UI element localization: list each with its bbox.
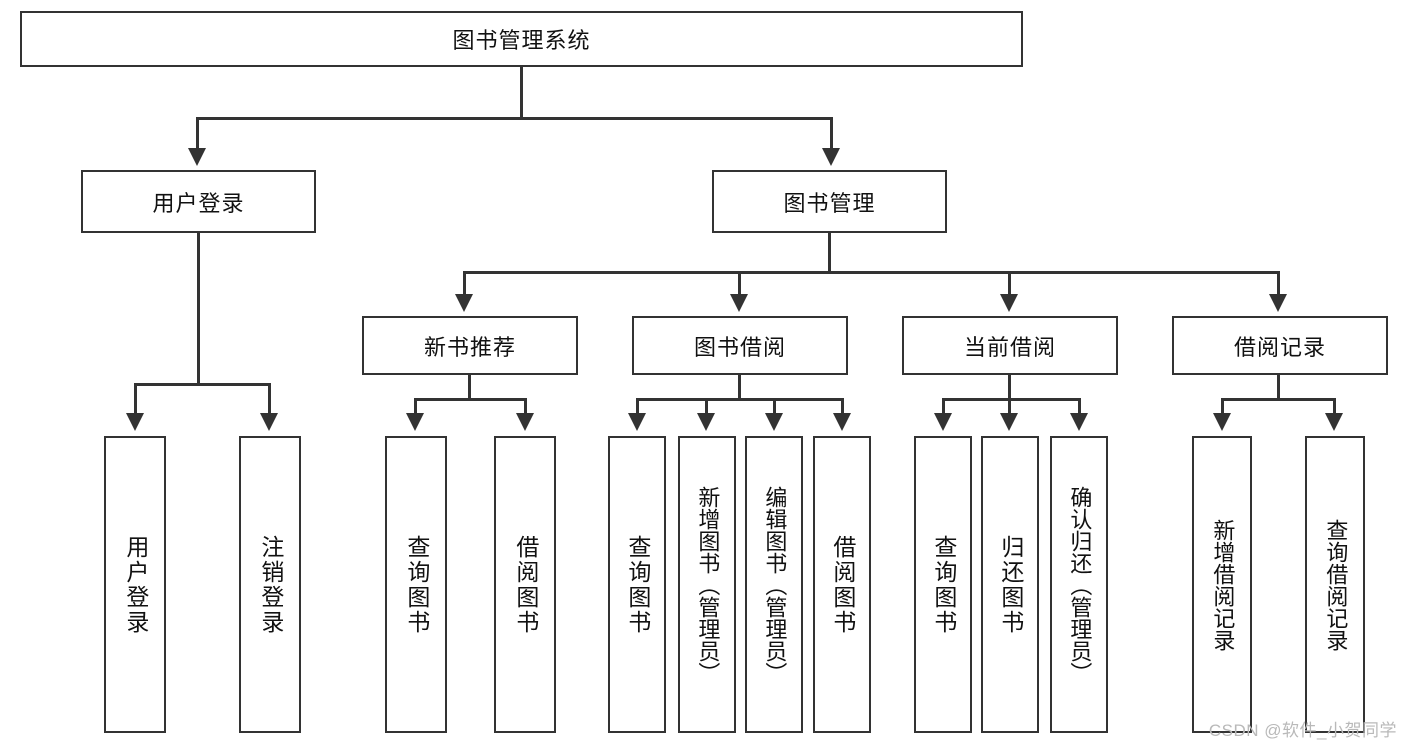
leaf-borrow-add-book-admin-label: 新增图书（管理员） (695, 485, 721, 684)
edge-borrow-record-stem (1277, 375, 1280, 400)
edge-new-book-drop-1 (414, 398, 417, 416)
edge-book-borrow-drop-1 (636, 398, 639, 416)
leaf-borrow-edit-book-admin[interactable]: 编辑图书（管理员） (745, 436, 803, 733)
edge-to-user-login (196, 117, 199, 151)
edge-new-book-bus (414, 398, 527, 401)
arrow-to-book-manage (822, 148, 840, 166)
edge-book-borrow-drop-3 (773, 398, 776, 416)
leaf-current-return-book-label: 归还图书 (997, 534, 1024, 635)
leaf-recommend-borrow-book-label: 借阅图书 (512, 534, 539, 635)
arrow-new-book-leaf-2 (516, 413, 534, 431)
leaf-current-query-book[interactable]: 查询图书 (914, 436, 972, 733)
arrow-current-borrow-leaf-2 (1000, 413, 1018, 431)
leaf-borrow-add-book-admin[interactable]: 新增图书（管理员） (678, 436, 736, 733)
arrow-user-login-leaf-2 (260, 413, 278, 431)
leaf-recommend-query-book-label: 查询图书 (403, 534, 430, 635)
leaf-borrow-query-book-label: 查询图书 (624, 534, 651, 635)
node-current-borrow[interactable]: 当前借阅 (902, 316, 1118, 375)
arrow-new-book-leaf-1 (406, 413, 424, 431)
arrow-to-borrow-record (1269, 294, 1287, 312)
arrow-user-login-leaf-1 (126, 413, 144, 431)
arrow-current-borrow-leaf-3 (1070, 413, 1088, 431)
edge-borrow-record-drop-1 (1221, 398, 1224, 416)
edge-new-book-drop-2 (524, 398, 527, 416)
edge-book-borrow-drop-2 (705, 398, 708, 416)
edge-current-borrow-drop-1 (942, 398, 945, 416)
edge-book-borrow-drop-4 (841, 398, 844, 416)
edge-root-stem (520, 67, 523, 119)
edge-to-book-borrow (738, 271, 741, 297)
node-book-manage[interactable]: 图书管理 (712, 170, 947, 233)
watermark-text: CSDN @软件_小贺同学 (1208, 721, 1397, 740)
node-current-borrow-label: 当前借阅 (963, 334, 1056, 360)
edge-to-current-borrow (1008, 271, 1011, 297)
leaf-borrow-borrow-book-label: 借阅图书 (829, 534, 856, 635)
edge-book-manage-stem (828, 233, 831, 273)
leaf-user-login-label: 用户登录 (122, 534, 149, 635)
arrow-book-borrow-leaf-3 (765, 413, 783, 431)
edge-book-borrow-stem (738, 375, 741, 400)
edge-book-borrow-bus (636, 398, 844, 401)
arrow-book-borrow-leaf-2 (697, 413, 715, 431)
node-root-system[interactable]: 图书管理系统 (20, 11, 1023, 67)
edge-to-book-manage (830, 117, 833, 151)
edge-user-login-drop-1 (134, 383, 137, 416)
leaf-user-login[interactable]: 用户登录 (104, 436, 166, 733)
arrow-to-user-login (188, 148, 206, 166)
leaf-user-logout-label: 注销登录 (257, 534, 284, 635)
arrow-to-new-book (455, 294, 473, 312)
arrow-to-current-borrow (1000, 294, 1018, 312)
edge-user-login-bus (134, 383, 271, 386)
arrow-borrow-record-leaf-1 (1213, 413, 1231, 431)
arrow-book-borrow-leaf-1 (628, 413, 646, 431)
edge-current-borrow-stem (1008, 375, 1011, 400)
edge-level3-bus (463, 271, 1277, 274)
edge-borrow-record-bus (1221, 398, 1336, 401)
leaf-borrow-edit-book-admin-label: 编辑图书（管理员） (762, 485, 788, 684)
leaf-current-query-book-label: 查询图书 (930, 534, 957, 635)
edge-new-book-stem (468, 375, 471, 400)
node-book-borrow[interactable]: 图书借阅 (632, 316, 848, 375)
edge-to-borrow-record (1277, 271, 1280, 297)
leaf-current-return-book[interactable]: 归还图书 (981, 436, 1039, 733)
arrow-borrow-record-leaf-2 (1325, 413, 1343, 431)
edge-current-borrow-drop-3 (1078, 398, 1081, 416)
edge-level2-bus (196, 117, 833, 120)
leaf-user-logout[interactable]: 注销登录 (239, 436, 301, 733)
node-user-login-label: 用户登录 (152, 190, 245, 216)
node-new-book-recommend-label: 新书推荐 (423, 334, 516, 360)
node-user-login[interactable]: 用户登录 (81, 170, 316, 233)
leaf-record-add-record-label: 新增借阅记录 (1210, 518, 1236, 651)
leaf-recommend-borrow-book[interactable]: 借阅图书 (494, 436, 556, 733)
edge-current-borrow-drop-2 (1008, 398, 1011, 416)
arrow-book-borrow-leaf-4 (833, 413, 851, 431)
leaf-borrow-query-book[interactable]: 查询图书 (608, 436, 666, 733)
arrow-to-book-borrow (730, 294, 748, 312)
arrow-current-borrow-leaf-1 (934, 413, 952, 431)
node-borrow-record-label: 借阅记录 (1233, 334, 1326, 360)
leaf-recommend-query-book[interactable]: 查询图书 (385, 436, 447, 733)
node-book-borrow-label: 图书借阅 (693, 334, 786, 360)
leaf-current-confirm-return-admin-label: 确认归还（管理员） (1067, 485, 1093, 684)
edge-borrow-record-drop-2 (1333, 398, 1336, 416)
node-root-system-label: 图书管理系统 (452, 28, 591, 53)
node-book-manage-label: 图书管理 (783, 190, 876, 216)
leaf-record-add-record[interactable]: 新增借阅记录 (1192, 436, 1252, 733)
edge-user-login-drop-2 (268, 383, 271, 416)
edge-user-login-stem (197, 233, 200, 385)
node-borrow-record[interactable]: 借阅记录 (1172, 316, 1388, 375)
leaf-current-confirm-return-admin[interactable]: 确认归还（管理员） (1050, 436, 1108, 733)
leaf-record-query-record[interactable]: 查询借阅记录 (1305, 436, 1365, 733)
leaf-record-query-record-label: 查询借阅记录 (1323, 518, 1349, 651)
edge-current-borrow-bus (942, 398, 1081, 401)
edge-to-new-book (463, 271, 466, 297)
node-new-book-recommend[interactable]: 新书推荐 (362, 316, 578, 375)
leaf-borrow-borrow-book[interactable]: 借阅图书 (813, 436, 871, 733)
